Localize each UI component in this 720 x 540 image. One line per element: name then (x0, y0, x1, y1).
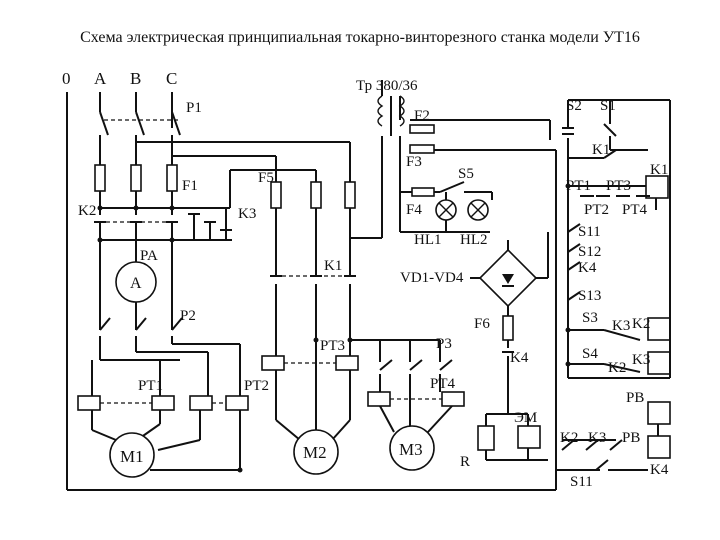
fuse-label-f6: F6 (474, 316, 490, 332)
coil-label-k2: K2 (632, 316, 650, 332)
control-feed-wires (136, 112, 556, 208)
brake-circuit (477, 315, 548, 461)
bus-label-c: C (166, 69, 177, 88)
thermal-relay-pt4 (367, 391, 465, 433)
coil-label-k3: K3 (632, 352, 650, 368)
bus-label-b: B (130, 69, 141, 88)
contactor-label-k2-bottom: K2 (560, 430, 578, 446)
switch-label-s13: S13 (578, 288, 601, 304)
bus-label-zero: 0 (62, 69, 71, 88)
thermal-contact-label-pt3: PT3 (606, 178, 631, 194)
coil-label-k4: K4 (650, 462, 669, 478)
junction-dots (97, 183, 571, 473)
lamp-label-hl2: HL2 (460, 232, 488, 248)
switch-label-s1: S1 (600, 98, 616, 114)
resistor-label-r: R (460, 454, 470, 470)
relay-label-pb-coil: PB (626, 390, 644, 406)
relay-label-pb-contact: PB (622, 430, 640, 446)
contactor-label-k1: K1 (324, 258, 342, 274)
thermal-contact-label-pt1: PT1 (566, 178, 591, 194)
thermal-label-pt2: PT2 (244, 378, 269, 394)
coil-label-k1: K1 (650, 162, 668, 178)
fuses-f5 (270, 181, 356, 276)
thermal-relay-heaters-m1 (77, 344, 249, 470)
thermal-label-pt4: PT4 (430, 376, 456, 392)
switch-label-s11-bottom: S11 (570, 474, 593, 490)
fuse-label-f4: F4 (406, 202, 422, 218)
contactor-block-k2-k3 (94, 207, 232, 241)
contactor-k1-power (270, 275, 356, 356)
switch-label-s4: S4 (582, 346, 598, 362)
switch-label-p1: P1 (186, 100, 202, 116)
contactor-label-k2: K2 (78, 203, 96, 219)
magnet-label-em: ЭМ (514, 410, 537, 426)
bus-label-a: A (94, 69, 107, 88)
fuses-f1 (94, 164, 178, 208)
contactor-label-k4-ctrl: K4 (578, 260, 597, 276)
switch-label-s12: S12 (578, 244, 601, 260)
contactor-label-k2-interlock: K2 (608, 360, 626, 376)
switch-p3 (350, 339, 453, 426)
motor-label-m3: M3 (399, 440, 423, 459)
thermal-contact-label-pt4: PT4 (622, 202, 648, 218)
switch-label-s5: S5 (458, 166, 474, 182)
switch-label-p2: P2 (180, 308, 196, 324)
control-circuit (555, 99, 671, 471)
rectifier-bridge (470, 232, 549, 316)
lighting-circuit (399, 176, 493, 233)
contactor-label-k3-bottom: K3 (588, 430, 606, 446)
diagram-title: Схема электрическая принципиальная токар… (80, 29, 640, 46)
switch-label-s2: S2 (566, 98, 582, 114)
fuse-label-f2: F2 (414, 108, 430, 124)
switch-label-s11: S11 (578, 224, 601, 240)
motor-label-m1: M1 (120, 447, 144, 466)
switch-label-s3: S3 (582, 310, 598, 326)
fuse-label-f1: F1 (182, 178, 198, 194)
motor-m3 (389, 425, 435, 471)
main-switch-p1 (99, 111, 181, 165)
ammeter-symbol: A (130, 275, 142, 292)
fuse-label-f3: F3 (406, 154, 422, 170)
ammeter-label-pa: PA (140, 248, 158, 264)
fuse-label-f5: F5 (258, 170, 274, 186)
thermal-contact-label-pt2: PT2 (584, 202, 609, 218)
transformer-label: Тр 380/36 (356, 78, 418, 94)
switch-label-p3: P3 (436, 336, 452, 352)
thermal-label-pt3: PT3 (320, 338, 345, 354)
motor-label-m2: M2 (303, 443, 327, 462)
motor-m2 (275, 419, 351, 475)
contactor-label-k3-interlock: K3 (612, 318, 630, 334)
thermal-label-pt1: PT1 (138, 378, 163, 394)
thermal-relay-pt3 (261, 355, 359, 430)
transformer-tr (350, 80, 405, 239)
contactor-label-k1-hold: K1 (592, 142, 610, 158)
rectifier-label: VD1-VD4 (400, 270, 464, 286)
motor-m1 (91, 423, 240, 478)
contactor-label-k4-brake: K4 (510, 350, 529, 366)
bus-wires (66, 92, 557, 491)
lamp-label-hl1: HL1 (414, 232, 442, 248)
contactor-label-k3: K3 (238, 206, 256, 222)
fuses-f2-f3 (409, 124, 435, 154)
switch-p2 (99, 317, 240, 361)
ammeter-pa (99, 240, 173, 330)
